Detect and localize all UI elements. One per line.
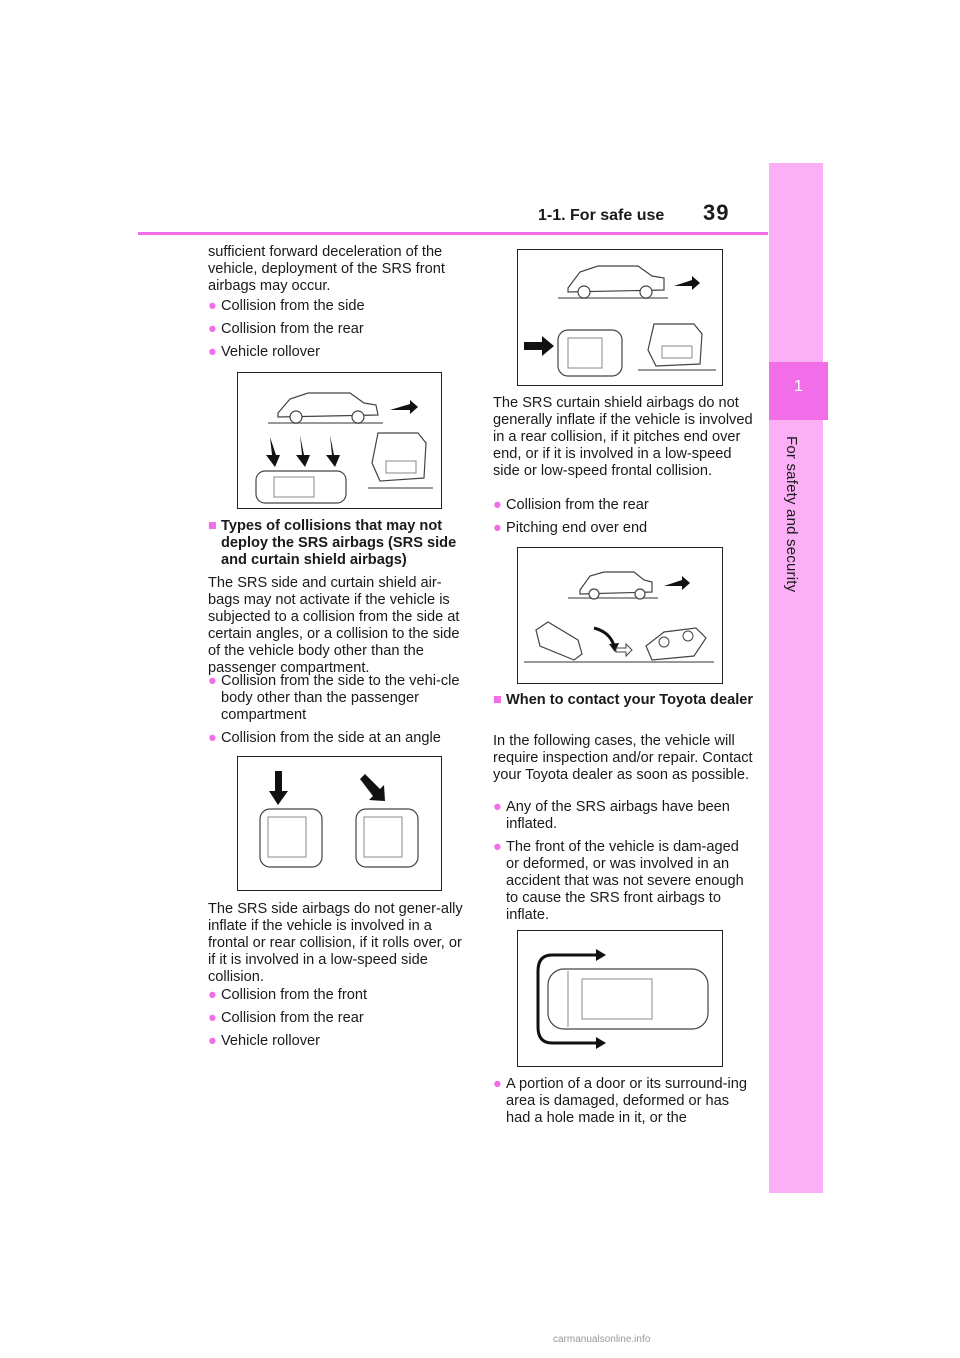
bullet-icon: ●	[493, 1076, 502, 1092]
figure-pitching-end-over-end	[517, 547, 723, 684]
list-item: ●Collision from the front	[208, 987, 367, 1003]
intro-paragraph: sufficient forward deceleration of the v…	[208, 244, 445, 294]
list-item: ●A portion of a door or its surround-ing…	[493, 1076, 747, 1126]
bullet-icon: ●	[208, 1010, 217, 1026]
bullet-icon: ●	[208, 344, 217, 360]
chapter-tab-strip	[769, 163, 823, 1193]
page-number: 39	[703, 200, 730, 225]
bullet-icon: ●	[208, 673, 217, 689]
section-title: 1-1. For safe use	[538, 207, 665, 224]
bullet-icon: ●	[493, 799, 502, 815]
car-diagram-icon	[524, 571, 714, 663]
list-item: ●Collision from the side to the vehi-cle…	[208, 673, 460, 723]
list-item: ●The front of the vehicle is dam-aged or…	[493, 839, 744, 923]
figure-curtain-rear-rollover	[517, 249, 723, 386]
figure-collisions-side-rear-rollover	[237, 372, 442, 509]
car-diagram-icon	[259, 771, 419, 868]
list-item: ●Pitching end over end	[493, 520, 648, 536]
bullet-icon: ●	[208, 321, 217, 337]
list-item: ●Collision from the side at an angle	[208, 730, 441, 746]
car-diagram-icon	[536, 949, 709, 1049]
list-item: ●Vehicle rollover	[208, 344, 320, 360]
chapter-label: For safety and security	[783, 436, 800, 593]
body-paragraph: The SRS side airbags do not gener-ally i…	[208, 901, 463, 985]
watermark: carmanualsonline.info	[553, 1334, 651, 1345]
body-paragraph: The SRS curtain shield airbags do not ge…	[493, 395, 753, 479]
car-diagram-icon	[524, 265, 716, 377]
list-item: ●Collision from the rear	[208, 1010, 364, 1026]
body-paragraph: In the following cases, the vehicle will…	[493, 733, 753, 783]
square-bullet-icon: ■	[208, 518, 217, 534]
bullet-icon: ●	[208, 1033, 217, 1049]
figure-front-damage	[517, 930, 723, 1067]
bullet-icon: ●	[208, 987, 217, 1003]
list-item: ●Collision from the side	[208, 298, 365, 314]
bullet-icon: ●	[208, 730, 217, 746]
chapter-tab-box	[769, 362, 828, 420]
list-item: ●Collision from the rear	[493, 497, 649, 513]
bullet-icon: ●	[493, 497, 502, 513]
section-heading: ■Types of collisions that may not deploy…	[208, 518, 457, 568]
header-rule	[138, 232, 768, 235]
bullet-icon: ●	[493, 520, 502, 536]
square-bullet-icon: ■	[493, 692, 502, 708]
figure-side-angle-collision	[237, 756, 442, 891]
chapter-number: 1	[794, 378, 803, 395]
bullet-icon: ●	[208, 298, 217, 314]
list-item: ●Collision from the rear	[208, 321, 364, 337]
bullet-icon: ●	[493, 839, 502, 855]
list-item: ●Vehicle rollover	[208, 1033, 320, 1049]
list-item: ●Any of the SRS airbags have been inflat…	[493, 799, 730, 832]
car-diagram-icon	[255, 392, 433, 504]
section-heading: ■When to contact your Toyota dealer	[493, 692, 754, 708]
body-paragraph: The SRS side and curtain shield air-bags…	[208, 575, 460, 676]
